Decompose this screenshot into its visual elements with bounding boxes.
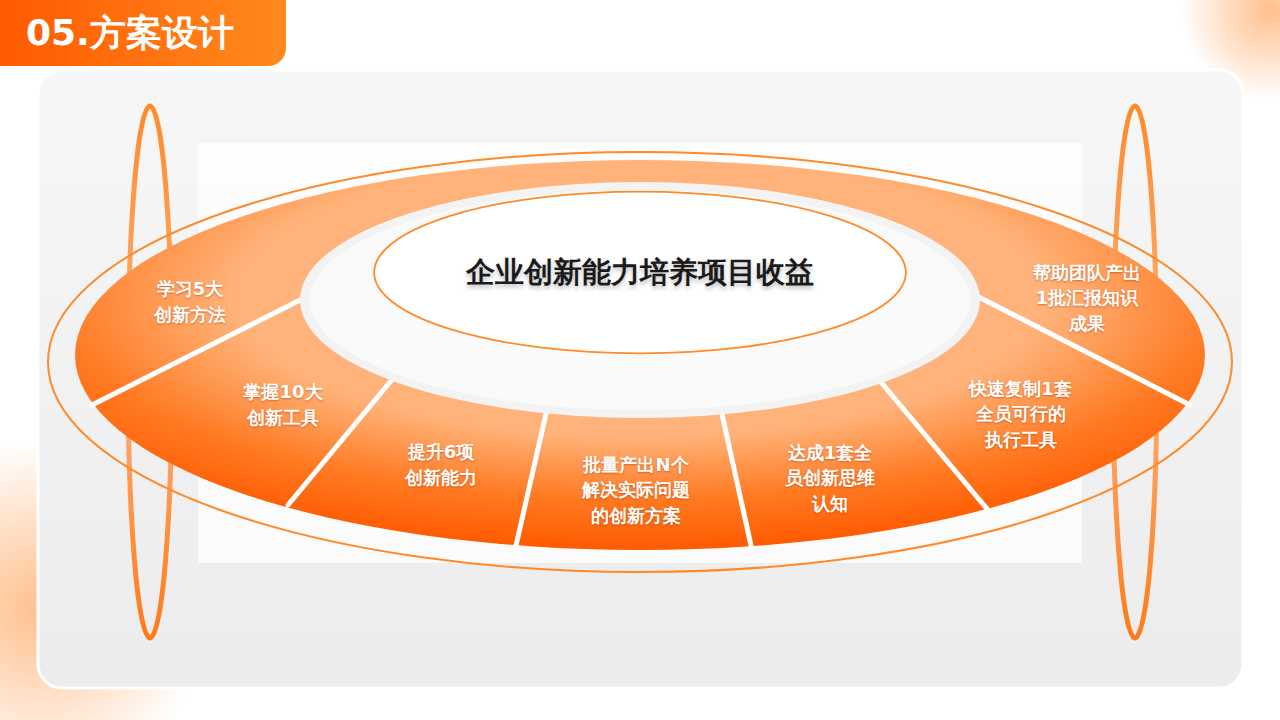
title-tab: 05.方案设计 — [0, 0, 286, 66]
benefit-text: 快速复制1套 全员可行的 执行工具 — [969, 376, 1072, 452]
inner-disc — [300, 182, 980, 418]
benefit-text: 帮助团队产出 1批汇报知识 成果 — [1033, 260, 1141, 336]
ring — [75, 160, 1205, 550]
ring-segment: 提升6项 创新能力 — [400, 436, 482, 493]
ring-segment: 批量产出N个 解决实际问题 的创新方案 — [577, 449, 695, 531]
outer-outline — [48, 152, 1232, 572]
benefit-text: 掌握10大 创新工具 — [243, 379, 322, 429]
page-title: 05.方案设计 — [26, 9, 234, 58]
panel — [38, 70, 1243, 688]
benefit-text: 批量产出N个 解决实际问题 的创新方案 — [582, 452, 690, 528]
benefit-text: 提升6项 创新能力 — [405, 439, 477, 489]
inner-disc — [310, 190, 970, 410]
ring-segment: 达成1套全 员创新思维 认知 — [780, 437, 880, 519]
center-ellipse: 企业创新能力培养项目收益 — [372, 190, 908, 355]
ring-segment: 帮助团队产出 1批汇报知识 成果 — [1028, 257, 1146, 339]
benefit-text: 达成1套全 员创新思维 认知 — [785, 440, 875, 516]
ring-segment: 快速复制1套 全员可行的 执行工具 — [964, 373, 1077, 455]
benefit-text: 学习5大 创新方法 — [154, 276, 226, 326]
center-title: 企业创新能力培养项目收益 — [466, 253, 814, 293]
ring-segment: 学习5大 创新方法 — [149, 273, 231, 330]
ring-segment: 掌握10大 创新工具 — [238, 376, 328, 433]
